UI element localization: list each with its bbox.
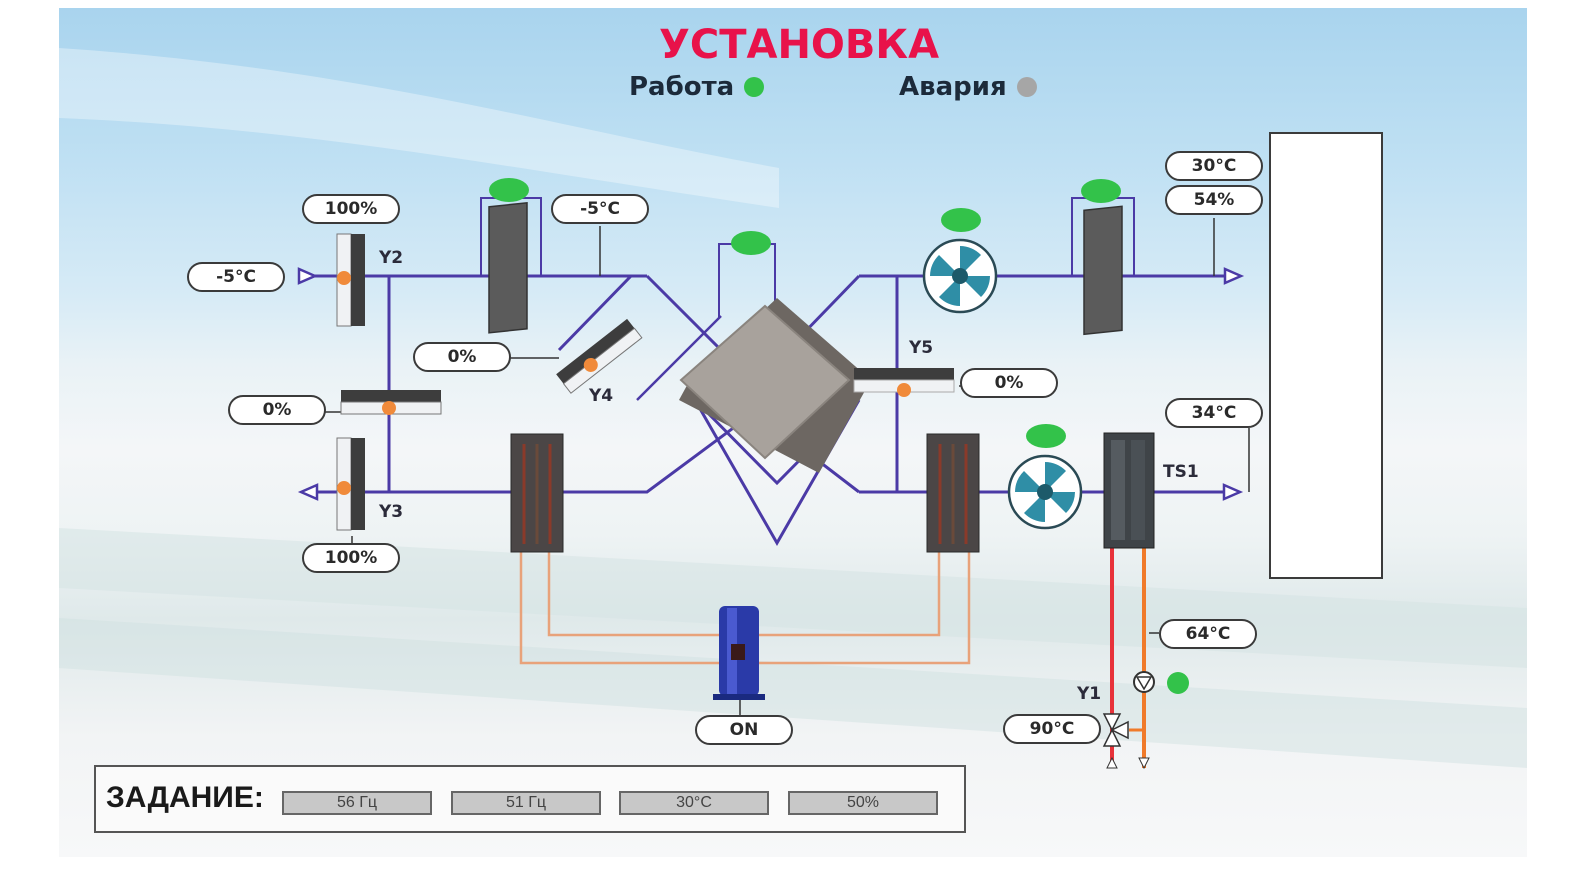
exhaust-arrow xyxy=(297,483,319,501)
recirc-damper-position-readout[interactable]: 0% xyxy=(228,395,326,425)
compressor xyxy=(713,606,765,700)
damper-recirc xyxy=(340,390,442,415)
extract-fan-status-led-icon xyxy=(941,208,981,232)
extract-arrow xyxy=(1223,267,1245,285)
return-water-temp-readout[interactable]: 64°C xyxy=(1159,619,1257,649)
page-title: УСТАНОВКА xyxy=(659,22,940,68)
setpoint-field-4[interactable]: 50% xyxy=(788,791,938,815)
label-y1: Y1 xyxy=(1077,684,1102,704)
coil-right xyxy=(926,433,980,553)
inlet-arrow xyxy=(297,267,319,285)
filter-2 xyxy=(1083,205,1123,336)
damper-y2-position-readout[interactable]: 100% xyxy=(302,194,400,224)
setpoint-field-2[interactable]: 51 Гц xyxy=(451,791,601,815)
damper-y5 xyxy=(853,368,955,397)
supply-fan xyxy=(1007,454,1083,530)
info-panel xyxy=(1269,132,1383,579)
supply-temp-ts1-readout[interactable]: 34°C xyxy=(1165,398,1263,428)
damper-y3-position-readout[interactable]: 100% xyxy=(302,543,400,573)
filter-1 xyxy=(488,201,528,334)
run-indicator-icon xyxy=(744,77,765,97)
outdoor-temp-readout[interactable]: -5°C xyxy=(187,262,285,292)
filter1-status-led-icon xyxy=(489,178,529,202)
alarm-status: Авария xyxy=(899,72,1037,102)
three-way-valve-y1 xyxy=(1102,713,1129,747)
circulation-pump xyxy=(1133,671,1155,693)
setpoint-field-3[interactable]: 30°C xyxy=(619,791,769,815)
background-streak xyxy=(59,618,1527,768)
coil-left xyxy=(510,433,564,553)
hot-water-temp-readout[interactable]: 90°C xyxy=(1003,714,1101,744)
supply-temp-top-readout[interactable]: 30°C xyxy=(1165,151,1263,181)
damper-y4-link xyxy=(557,274,633,352)
run-status: Работа xyxy=(629,72,765,102)
scada-mnemonic-screen: УСТАНОВКА Работа Авария -5°C 100% -5°C 0… xyxy=(59,8,1527,857)
run-status-label: Работа xyxy=(629,72,735,102)
label-y2: Y2 xyxy=(379,248,404,268)
duct-arrows xyxy=(297,267,1245,501)
extract-fan xyxy=(922,238,998,314)
filter2-status-led-icon xyxy=(1081,179,1121,203)
damper-y4-position-readout[interactable]: 0% xyxy=(413,342,511,372)
heat-recovery-exchanger xyxy=(679,298,871,473)
exchanger-outline-left xyxy=(636,315,722,401)
setpoint-field-1[interactable]: 56 Гц xyxy=(282,791,432,815)
label-ts1: TS1 xyxy=(1163,462,1199,482)
damper-y2 xyxy=(336,233,365,327)
label-y3: Y3 xyxy=(379,502,404,522)
pump-status-led-icon xyxy=(1167,672,1189,694)
supply-fan-status-led-icon xyxy=(1026,424,1066,448)
supply-outlet-arrow xyxy=(1222,483,1244,501)
background-cloud xyxy=(59,48,779,208)
damper-y3 xyxy=(336,437,365,531)
supply-humidity-readout[interactable]: 54% xyxy=(1165,185,1263,215)
label-y4: Y4 xyxy=(589,386,614,406)
damper-y4 xyxy=(556,318,643,394)
setpoints-label: ЗАДАНИЕ: xyxy=(106,781,264,814)
damper-y5-position-readout[interactable]: 0% xyxy=(960,368,1058,398)
water-heater-coil xyxy=(1103,432,1155,549)
pipe-end-arrows xyxy=(1106,756,1150,770)
exchanger-status-led-icon xyxy=(731,231,771,255)
compressor-state-readout[interactable]: ON xyxy=(695,715,793,745)
setpoints-panel: ЗАДАНИЕ: 56 Гц 51 Гц 30°C 50% xyxy=(94,765,966,833)
supply-diag-left xyxy=(549,274,774,494)
alarm-status-label: Авария xyxy=(899,72,1007,102)
label-y5: Y5 xyxy=(909,338,934,358)
after-filter-temp-readout[interactable]: -5°C xyxy=(551,194,649,224)
alarm-indicator-icon xyxy=(1016,77,1037,97)
